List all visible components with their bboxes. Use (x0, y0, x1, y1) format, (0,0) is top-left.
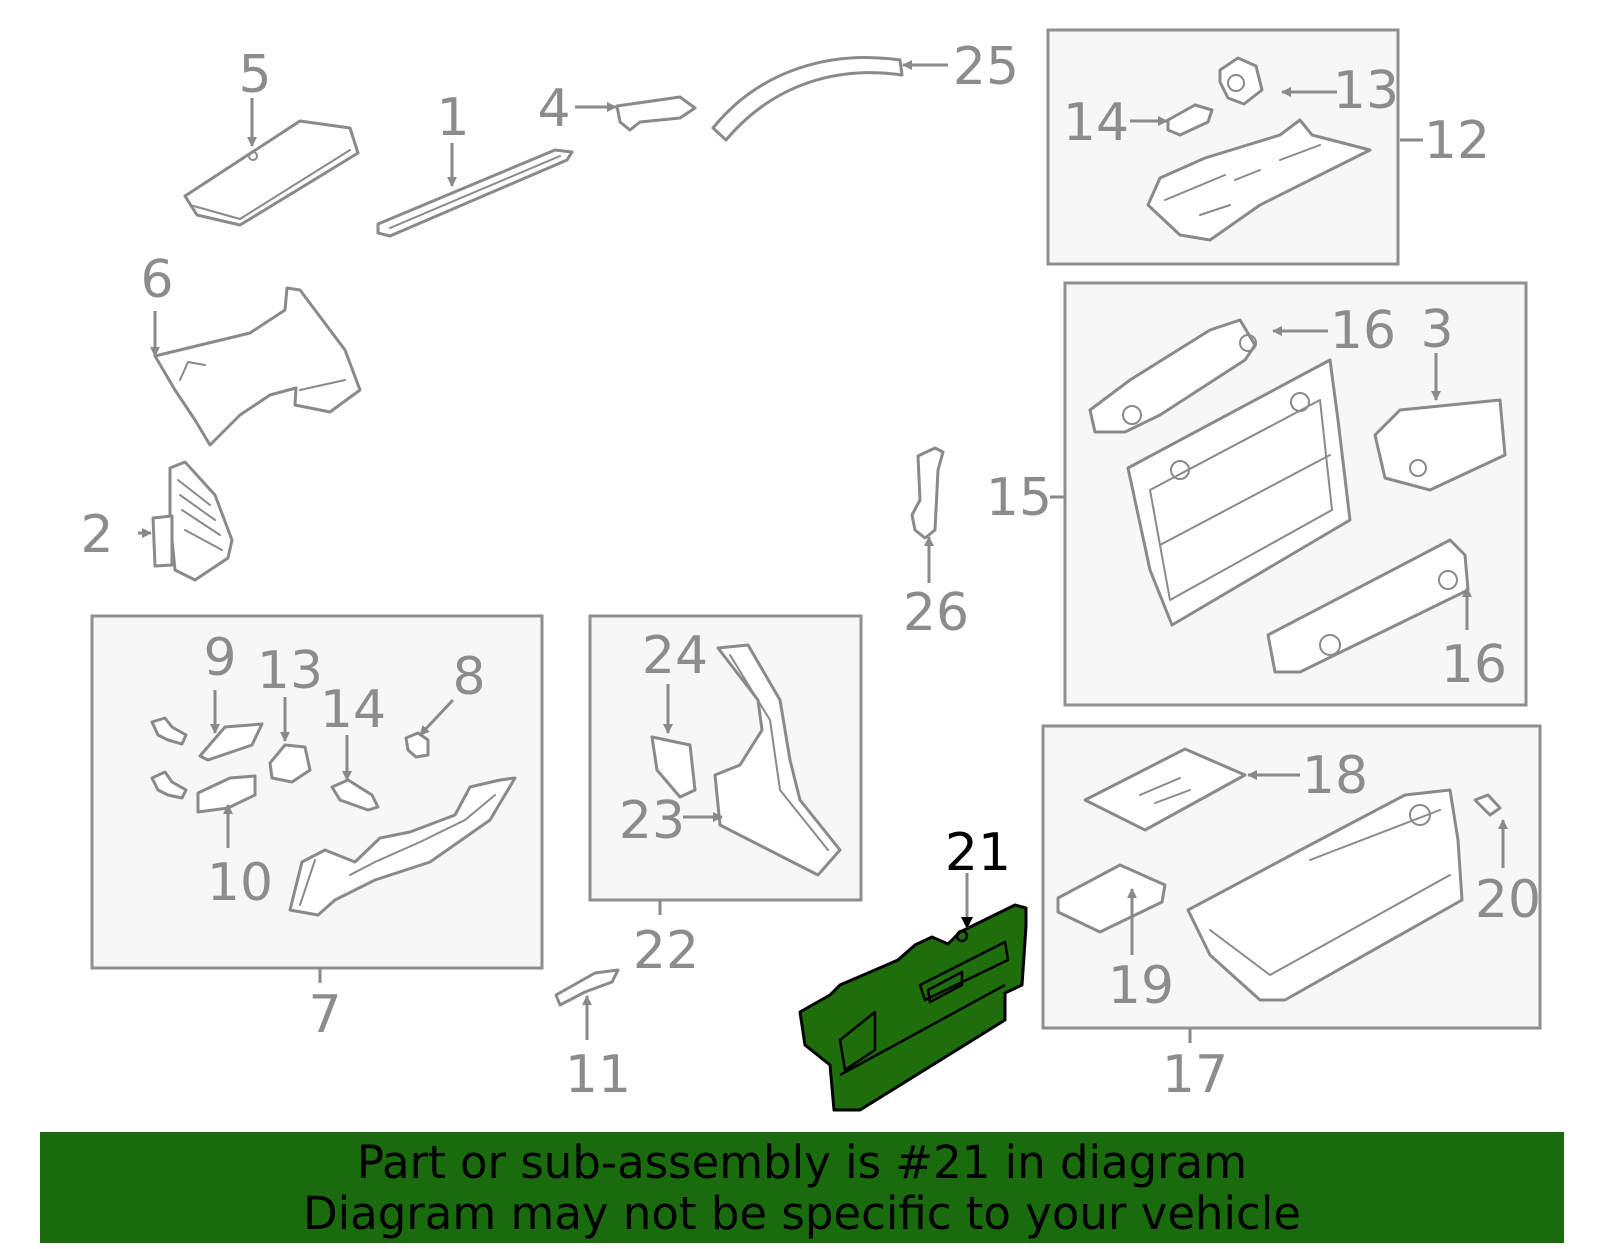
callout-8: 8 (452, 647, 485, 707)
callout-10: 10 (207, 853, 273, 913)
part-9-trim[interactable] (198, 722, 264, 762)
callout-21-highlighted: 21 (945, 823, 1011, 883)
part-19-tray[interactable] (1056, 863, 1167, 934)
part-21-highlighted-panel[interactable] (798, 903, 1028, 1112)
part-25-trim[interactable] (711, 56, 904, 142)
part-17-console-box[interactable] (1186, 788, 1464, 1002)
part-3-vent[interactable] (1373, 398, 1507, 492)
callout-17: 17 (1162, 1045, 1228, 1105)
callout-13-top: 13 (1333, 61, 1399, 121)
callout-13-left: 13 (257, 641, 323, 701)
callout-12: 12 (1424, 111, 1490, 171)
banner-line-1: Part or sub-assembly is #21 in diagram (356, 1135, 1248, 1189)
part-24-clip[interactable] (650, 735, 697, 799)
part-bolt-upper[interactable] (150, 716, 188, 746)
callout-20: 20 (1475, 870, 1541, 930)
part-13-socket[interactable] (1218, 56, 1264, 106)
part-1-strip[interactable] (376, 148, 574, 238)
callout-1: 1 (436, 88, 469, 148)
part-7-glovebox-trim[interactable] (288, 776, 517, 917)
callout-26: 26 (903, 583, 969, 643)
callout-2: 2 (80, 505, 113, 565)
part-bolt-lower[interactable] (150, 770, 188, 800)
callout-16-lower: 16 (1441, 635, 1507, 695)
callout-24: 24 (642, 626, 708, 686)
part-13-socket-left[interactable] (268, 743, 312, 784)
part-15-bezel[interactable] (1126, 358, 1352, 627)
part-20-screw[interactable] (1473, 793, 1502, 817)
part-18-pad[interactable] (1083, 747, 1247, 832)
part-12-console[interactable] (1146, 118, 1372, 242)
part-2-vent[interactable] (151, 460, 234, 582)
callout-6: 6 (140, 250, 173, 310)
callout-7: 7 (308, 985, 341, 1045)
callout-15: 15 (986, 468, 1052, 528)
banner-line-2: Diagram may not be specific to your vehi… (303, 1186, 1301, 1240)
leader-arrows (138, 60, 1508, 1043)
callout-18: 18 (1302, 746, 1368, 806)
callout-3: 3 (1420, 300, 1453, 360)
part-14-bulb[interactable] (1166, 103, 1214, 137)
part-16-upper-bracket[interactable] (1088, 318, 1257, 434)
part-5-cover[interactable] (183, 119, 360, 227)
part-6-panel[interactable] (153, 286, 362, 447)
part-4-clip[interactable] (615, 95, 697, 132)
part-23-pillar-trim[interactable] (713, 643, 842, 877)
callout-25: 25 (953, 37, 1019, 97)
callout-4: 4 (537, 79, 570, 139)
callout-9: 9 (203, 628, 236, 688)
callout-5: 5 (238, 45, 271, 105)
callout-22: 22 (633, 921, 699, 981)
callout-23: 23 (619, 791, 685, 851)
callout-14-top: 14 (1063, 93, 1129, 153)
part-10-trim[interactable] (196, 774, 257, 814)
callout-11: 11 (565, 1045, 631, 1105)
callout-16-upper: 16 (1330, 301, 1396, 361)
callout-14-left: 14 (320, 680, 386, 740)
info-banner: Part or sub-assembly is #21 in diagram D… (40, 1132, 1564, 1243)
part-8-clip[interactable] (404, 731, 430, 759)
callout-19: 19 (1108, 956, 1174, 1016)
part-11-clip[interactable] (554, 968, 620, 1007)
part-26-bracket[interactable] (910, 446, 945, 540)
